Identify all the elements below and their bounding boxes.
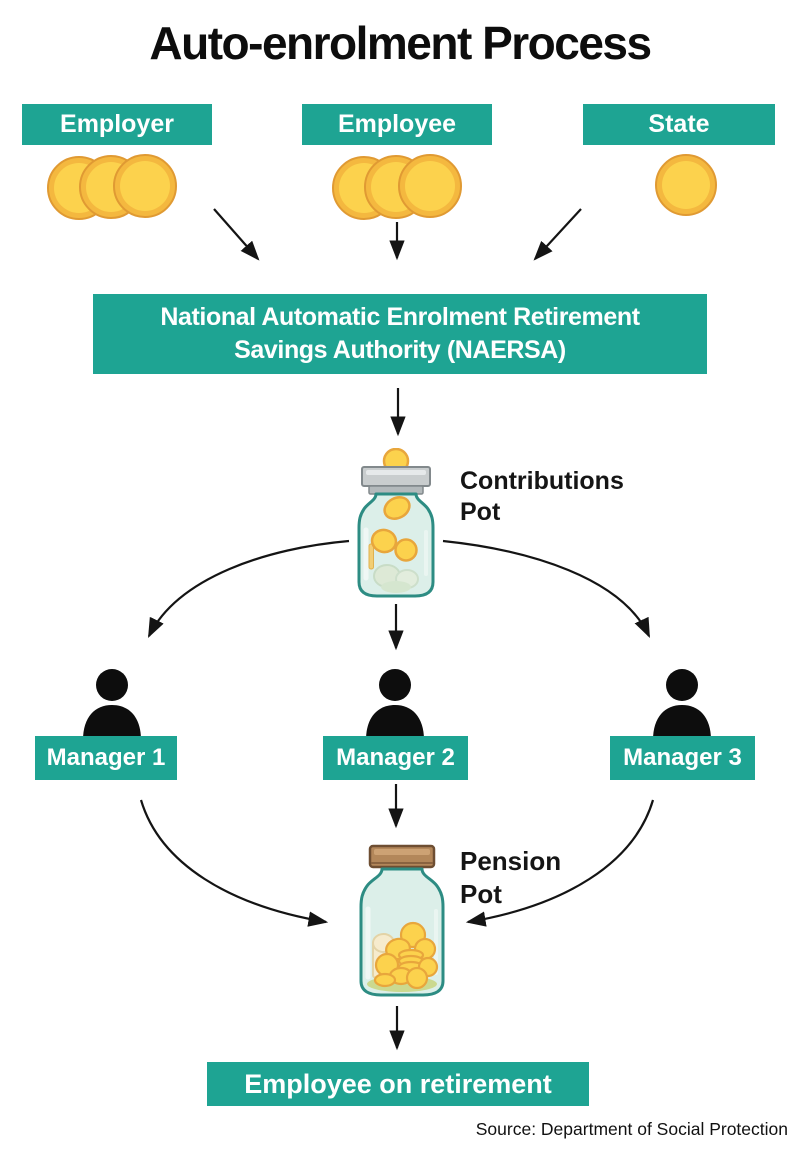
employer-coins-icon <box>47 154 177 220</box>
pension-pot-icon <box>359 844 445 997</box>
outcome-box: Employee on retirement <box>207 1062 589 1106</box>
state-coin-icon <box>655 154 717 216</box>
employer-box: Employer <box>22 104 212 145</box>
state-label: State <box>648 110 710 138</box>
naersa-label-line2: Savings Authority (NAERSA) <box>234 336 566 364</box>
employee-label: Employee <box>337 110 457 138</box>
manager-3-person-icon <box>653 669 711 740</box>
contributions-pot-icon <box>357 448 435 598</box>
manager-1-person-icon <box>83 669 141 740</box>
contributions-pot-label: Contributions Pot <box>460 467 624 526</box>
employee-coins-icon <box>332 154 462 220</box>
source-note: Source: Department of Social Protection <box>475 1119 788 1139</box>
naersa-box: National Automatic Enrolment Retirement … <box>93 294 707 374</box>
manager-1-box: Manager 1 <box>35 736 177 780</box>
employer-label: Employer <box>60 110 174 138</box>
outcome-label: Employee on retirement <box>244 1068 552 1099</box>
manager-3-label: Manager 3 <box>623 744 742 771</box>
employee-box: Employee <box>302 104 492 145</box>
manager-2-box: Manager 2 <box>323 736 468 780</box>
manager-1-label: Manager 1 <box>46 744 166 771</box>
state-box: State <box>583 104 775 145</box>
pension-pot-label: Pension Pot <box>460 846 562 909</box>
naersa-label-line1: National Automatic Enrolment Retirement <box>160 303 640 331</box>
manager-2-person-icon <box>366 669 424 740</box>
page-title: Auto-enrolment Process <box>149 17 652 69</box>
manager-2-label: Manager 2 <box>336 744 455 771</box>
manager-3-box: Manager 3 <box>610 736 755 780</box>
